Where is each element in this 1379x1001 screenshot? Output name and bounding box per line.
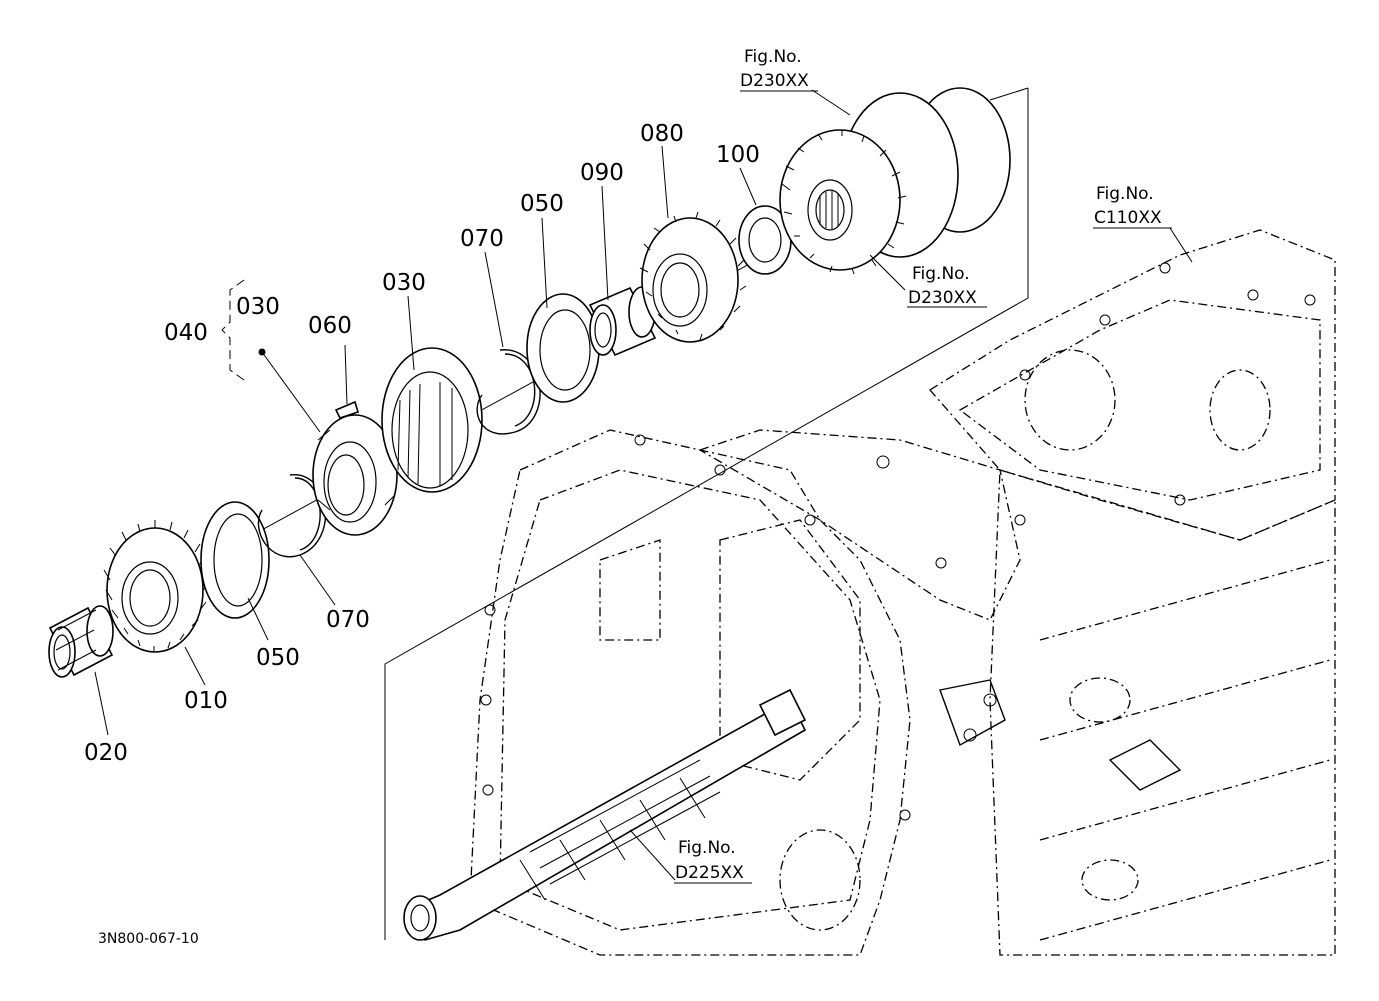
figref-right-code: C110XX <box>1094 208 1162 228</box>
part-030-sleeve <box>381 347 483 493</box>
label-080: 080 <box>640 121 684 147</box>
label-050-lower: 050 <box>256 645 300 671</box>
label-010: 010 <box>184 688 228 714</box>
cluster-gear-reference <box>779 87 1011 275</box>
figref-top-code: D230XX <box>740 71 809 91</box>
part-030-synchro-hub <box>312 400 398 536</box>
label-030: 030 <box>382 270 426 296</box>
part-050-ring-upper <box>526 293 600 403</box>
part-labels: 020 010 050 070 040 030 060 030 070 050 … <box>84 121 760 766</box>
figref-bottom-title: Fig.No. <box>678 838 736 858</box>
transmission-case <box>469 229 1336 956</box>
part-050-ring-lower <box>200 501 270 619</box>
figref-mid-title: Fig.No. <box>912 264 970 284</box>
label-100: 100 <box>716 142 760 168</box>
label-040: 040 <box>164 320 208 346</box>
figref-mid-code: D230XX <box>908 288 977 308</box>
figref-right-title: Fig.No. <box>1096 184 1154 204</box>
label-030-sub: 030 <box>236 294 280 320</box>
figref-top-title: Fig.No. <box>744 47 802 67</box>
label-070-lower: 070 <box>326 607 370 633</box>
drawing-code: 3N800-067-10 <box>98 931 199 947</box>
label-050-upper: 050 <box>520 191 564 217</box>
part-100-washer <box>738 205 792 275</box>
label-020: 020 <box>84 740 128 766</box>
assembly-bracket <box>384 87 1029 940</box>
label-070-upper: 070 <box>460 226 504 252</box>
figure-references: Fig.No. D230XX Fig.No. D230XX Fig.No. C1… <box>675 47 1162 883</box>
part-010-gear <box>103 520 211 653</box>
figref-bottom-code: D225XX <box>675 863 744 883</box>
label-060: 060 <box>308 313 352 339</box>
label-090: 090 <box>580 160 624 186</box>
main-shaft <box>403 688 807 941</box>
part-020-needle-bearing <box>48 605 114 678</box>
figref-underlines <box>674 90 1172 884</box>
part-080-gear <box>639 211 747 343</box>
leader-lines <box>94 89 1193 881</box>
